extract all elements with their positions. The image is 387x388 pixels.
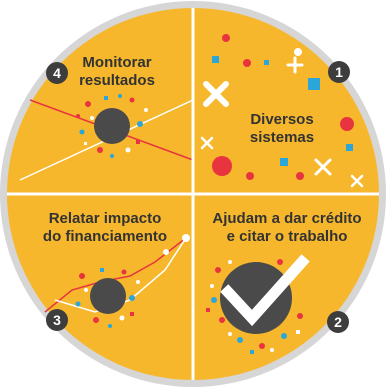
step-number: 3 (53, 312, 61, 328)
shape-cross (200, 136, 214, 150)
title-line: Monitorar (82, 54, 152, 71)
confetti-cluster (206, 259, 303, 354)
line-node (182, 234, 190, 242)
title-line: do financiamento (42, 228, 168, 245)
quadrant-title-report: Relatar impacto do financiamento (26, 210, 184, 246)
quadrant-title-systems: Diversos sistemas (232, 111, 332, 147)
shape-cross (350, 174, 364, 188)
hub-circle (90, 278, 126, 314)
hub-circle (220, 262, 292, 334)
shape-dot (340, 117, 354, 131)
confetti-cluster (75, 268, 140, 328)
step-number: 1 (335, 64, 343, 80)
quadrant-title-monitor: Monitorar resultados (62, 54, 172, 90)
hub-circle (94, 108, 130, 144)
step-number: 4 (53, 65, 61, 81)
shape-square (280, 158, 288, 166)
title-line: e citar o trabalho (226, 228, 348, 245)
shape-square (308, 78, 320, 90)
shape-dot (243, 59, 251, 67)
checkmark-icon (220, 254, 310, 327)
line-node (163, 249, 169, 255)
quadrant-monitor-graphic (19, 94, 194, 181)
title-line: Relatar impacto (48, 210, 162, 227)
shape-square (264, 60, 269, 65)
step-number: 2 (334, 314, 342, 330)
shape-square (212, 56, 219, 63)
rising-line-red (44, 237, 187, 313)
title-line: sistemas (249, 129, 315, 146)
quadrant-credit-graphic (206, 254, 310, 354)
step-badge-4: 4 (46, 62, 68, 84)
shape-cross-large (203, 81, 229, 107)
quadrant-systems-graphic (200, 34, 364, 188)
step-badge-2: 2 (327, 311, 349, 333)
step-badge-3: 3 (46, 309, 68, 331)
step-badge-1: 1 (328, 61, 350, 83)
shape-dot (222, 34, 230, 42)
shape-dot (246, 172, 254, 180)
shape-square (346, 144, 353, 151)
quadrant-title-credit: Ajudam a dar crédito e citar o trabalho (200, 210, 374, 246)
title-line: Ajudam a dar crédito (212, 210, 362, 227)
title-line: resultados (79, 72, 155, 89)
quadrant-report-graphic (44, 234, 190, 328)
title-line: Diversos (250, 111, 314, 128)
shape-plus (286, 56, 304, 74)
shape-dot (296, 172, 304, 180)
shape-dot (294, 48, 302, 56)
confetti-cluster (76, 94, 148, 158)
shape-dot-large (212, 156, 232, 176)
shape-cross (314, 158, 332, 176)
